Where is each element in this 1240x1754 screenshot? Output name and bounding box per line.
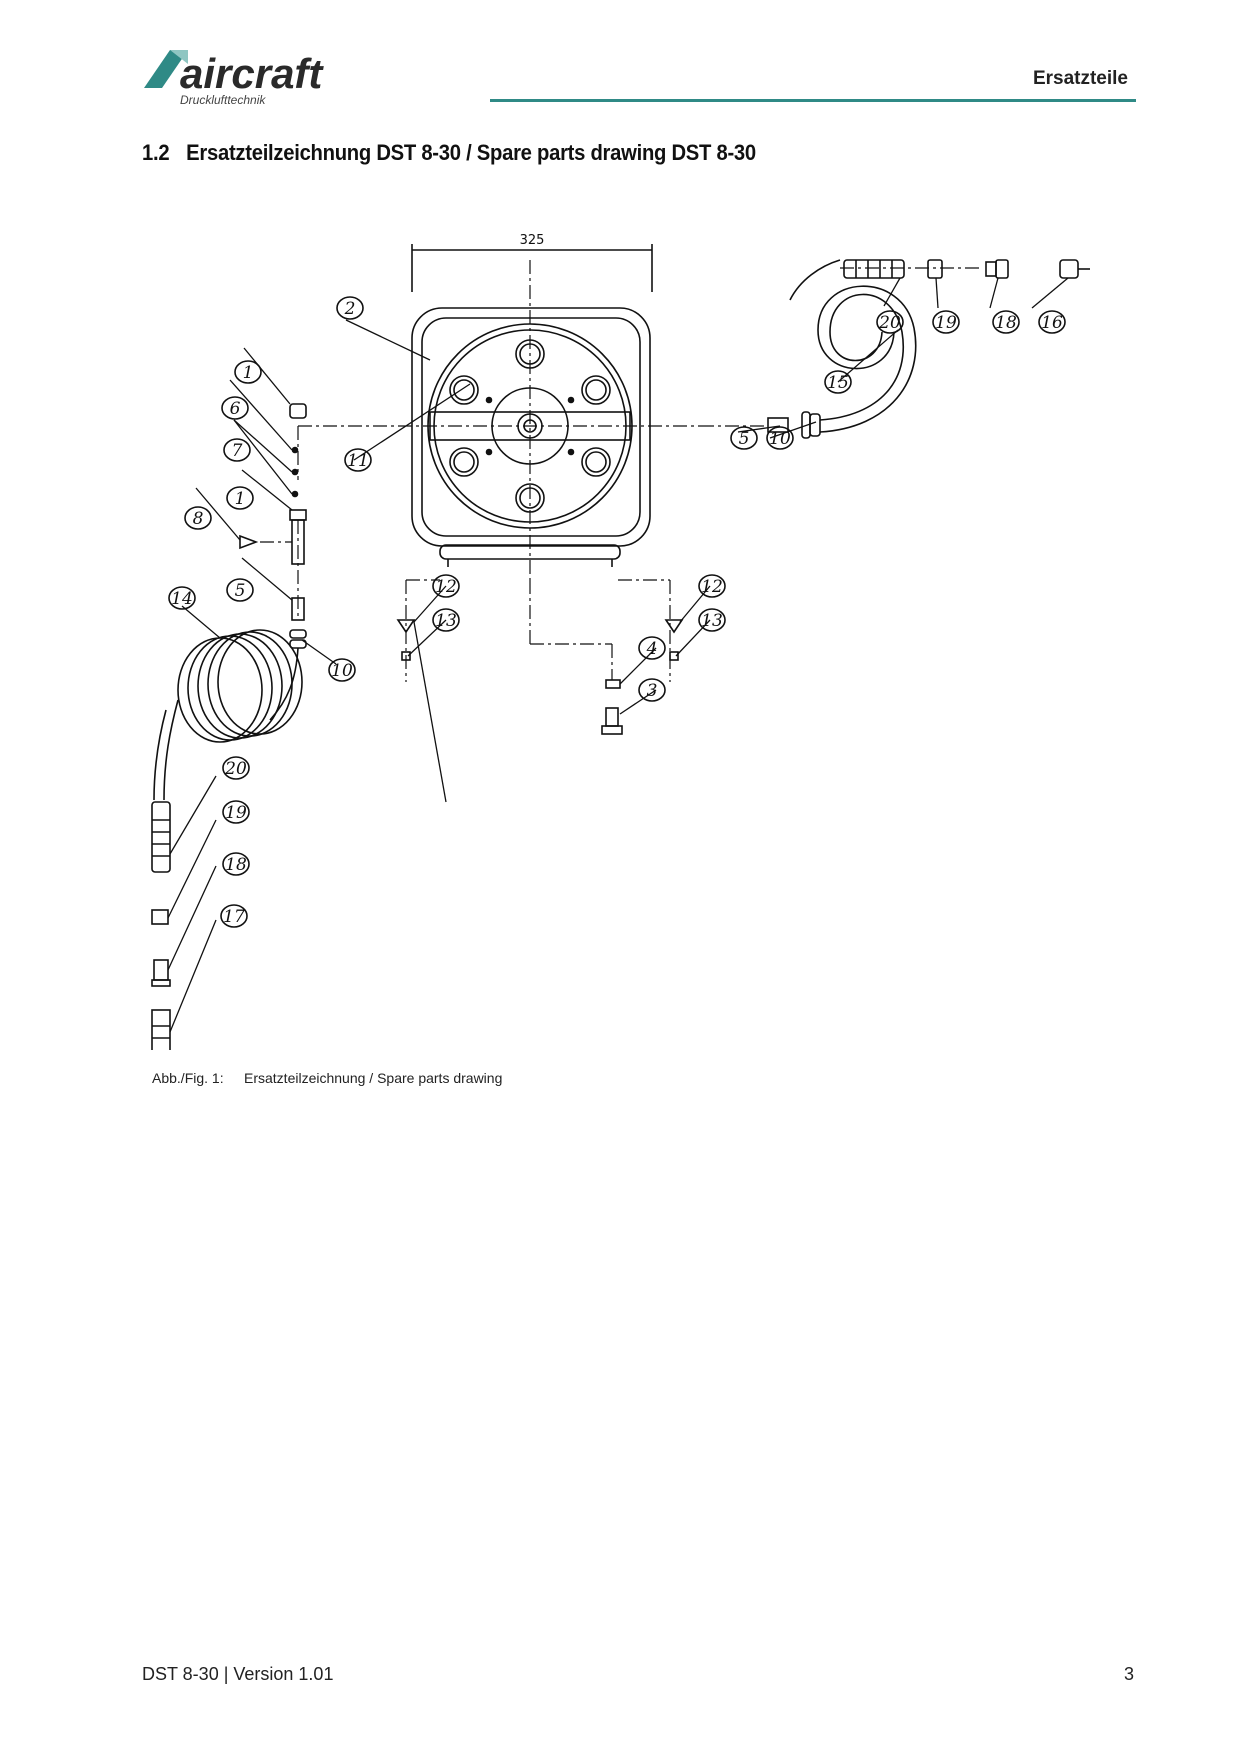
figure-caption: Abb./Fig. 1: Ersatzteilzeichnung / Spare …: [152, 1070, 502, 1086]
svg-text:3: 3: [647, 681, 658, 701]
svg-text:16: 16: [1041, 313, 1063, 333]
svg-text:20: 20: [224, 759, 247, 779]
callout-18a: 18: [992, 310, 1020, 334]
callout-14: 14: [168, 586, 196, 610]
svg-text:1: 1: [243, 363, 254, 383]
callout-18b: 18: [222, 852, 250, 876]
heading-number: 1.2: [142, 140, 170, 165]
callout-5b: 5: [730, 426, 758, 450]
svg-text:18: 18: [995, 313, 1017, 333]
callout-12a: 12: [432, 574, 460, 598]
callout-17: 17: [220, 904, 248, 928]
svg-text:6: 6: [230, 399, 241, 419]
svg-text:14: 14: [171, 589, 193, 609]
figure-caption-text: Ersatzteilzeichnung / Spare parts drawin…: [244, 1070, 503, 1086]
left-connectors: [151, 801, 171, 1050]
callout-5a: 5: [226, 578, 254, 602]
section-title: Ersatzteile: [1032, 68, 1128, 89]
page-heading: 1.2 Ersatzteilzeichnung DST 8-30 / Spare …: [142, 140, 756, 166]
callout-13b: 13: [698, 608, 726, 632]
callout-19b: 19: [222, 800, 250, 824]
svg-text:5: 5: [235, 581, 246, 601]
callout-20a: 20: [876, 310, 904, 334]
callout-20b: 20: [222, 756, 250, 780]
reel-housing: [411, 307, 651, 567]
callout-8: 7: [223, 438, 251, 462]
svg-text:20: 20: [878, 313, 901, 333]
svg-text:1: 1: [235, 489, 246, 509]
svg-text:19: 19: [225, 803, 247, 823]
svg-text:12: 12: [435, 577, 457, 597]
callout-3: 3: [638, 678, 666, 702]
svg-text:15: 15: [827, 373, 849, 393]
dimension-value: 325: [520, 233, 545, 248]
svg-text:4: 4: [646, 639, 658, 659]
svg-text:10: 10: [331, 661, 353, 681]
callout-1: 1: [226, 486, 254, 510]
left-fittings: [239, 403, 307, 649]
callout-15: 15: [824, 370, 852, 394]
footer-page-number: 3: [1123, 1664, 1134, 1684]
dimension-line: 325: [411, 233, 653, 292]
callout-16: 16: [1038, 310, 1066, 334]
center-lines: [260, 260, 980, 682]
callout-13a: 13: [432, 608, 460, 632]
right-hose: [767, 259, 1090, 439]
callout-9: 8: [184, 506, 212, 530]
callout-12b: 12: [698, 574, 726, 598]
callout-10b: 10: [766, 426, 794, 450]
callout-2: 2: [336, 296, 364, 320]
spare-parts-drawing: 3 2 5: [151, 233, 1090, 1050]
svg-text:18: 18: [225, 855, 247, 875]
aircraft-logo: aircraft Drucklufttechnik: [144, 50, 324, 107]
callout-10a: 10: [328, 658, 356, 682]
callout-6: 1: [234, 360, 262, 384]
brand-wordmark: aircraft: [180, 50, 324, 97]
svg-text:8: 8: [193, 509, 204, 529]
callout-4: 4: [638, 636, 666, 660]
brand-subtitle: Drucklufttechnik: [180, 93, 266, 107]
callouts: 1 6 7 1 8 5 14 10 2 11 12 13 12 13 4 3 5…: [168, 296, 1066, 928]
bottom-parts: [396, 619, 684, 735]
svg-text:7: 7: [232, 441, 243, 461]
callout-11: 11: [344, 448, 372, 472]
callout-7: 6: [221, 396, 249, 420]
heading-title: Ersatzteilzeichnung DST 8-30 / Spare par…: [186, 140, 756, 165]
svg-text:13: 13: [435, 611, 457, 631]
svg-text:17: 17: [223, 907, 245, 927]
footer-doc-version: DST 8-30 | Version 1.01: [142, 1664, 334, 1684]
figure-label: Abb./Fig. 1:: [152, 1070, 224, 1086]
svg-text:19: 19: [935, 313, 957, 333]
leader-lines: [167, 277, 1069, 1033]
svg-text:5: 5: [739, 429, 750, 449]
svg-text:12: 12: [701, 577, 723, 597]
coiled-hose-left: [153, 629, 303, 801]
svg-text:2: 2: [344, 299, 356, 319]
svg-text:13: 13: [701, 611, 723, 631]
svg-text:10: 10: [769, 429, 791, 449]
svg-text:11: 11: [347, 451, 369, 471]
header-divider: [490, 99, 1136, 102]
callout-19a: 19: [932, 310, 960, 334]
